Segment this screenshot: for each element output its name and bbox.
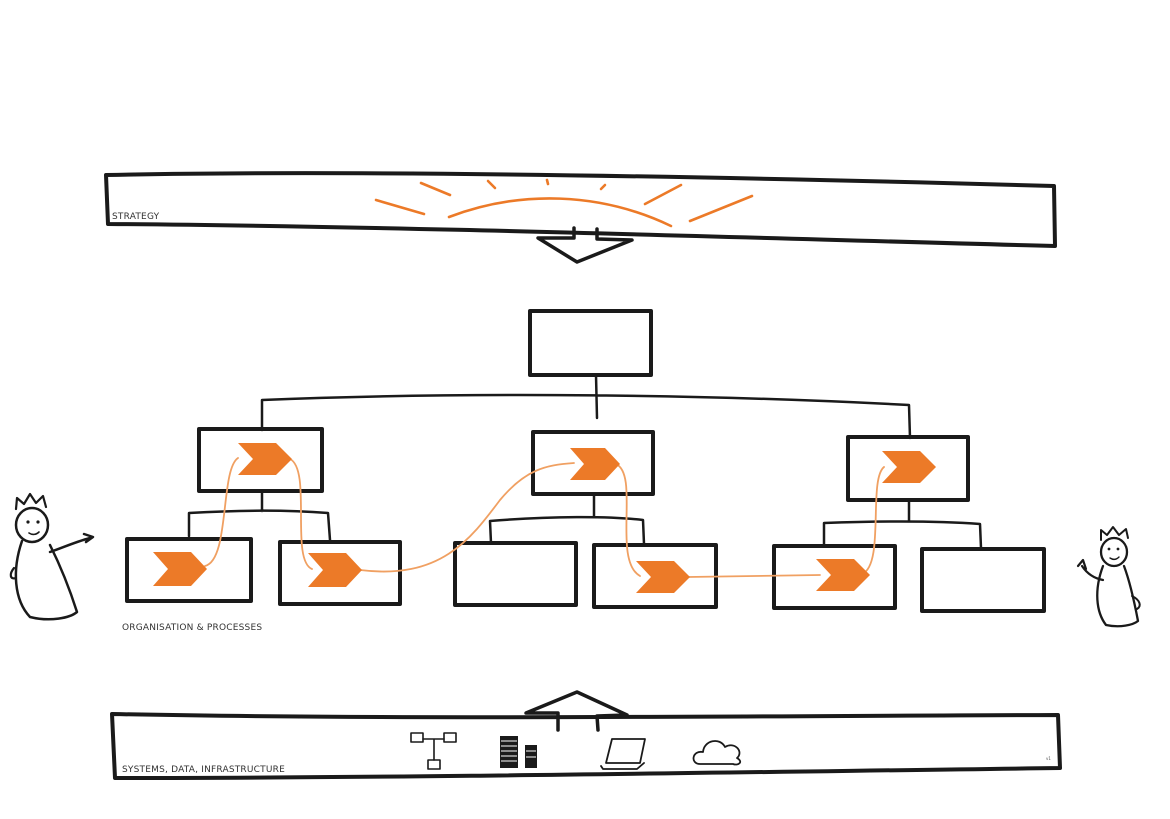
org-box-top bbox=[528, 309, 653, 377]
network-icon bbox=[410, 732, 457, 770]
person-mouth bbox=[28, 531, 40, 536]
process-chevron-icon bbox=[636, 561, 690, 593]
systems-banner: SYSTEMS, DATA, INFRASTRUCTURE v1 bbox=[110, 712, 1062, 780]
process-chevron-icon bbox=[153, 552, 207, 586]
person-eye bbox=[26, 520, 30, 524]
flow-line bbox=[289, 458, 313, 570]
person-left-icon bbox=[9, 492, 95, 621]
organisation-label: ORGANISATION & PROCESSES bbox=[122, 623, 262, 633]
person-pointing-arm bbox=[48, 532, 95, 554]
sun-ray bbox=[545, 178, 550, 186]
sun-ray bbox=[419, 181, 452, 197]
strategy-down-arrow bbox=[536, 226, 634, 264]
process-chevron-icon bbox=[308, 553, 362, 587]
cloud-icon bbox=[692, 740, 742, 766]
systems-banner-frame bbox=[110, 712, 1062, 780]
person-head bbox=[1099, 536, 1129, 568]
sun-ray bbox=[486, 179, 497, 190]
org-connector-top bbox=[260, 373, 912, 440]
person-arm bbox=[9, 566, 18, 580]
flow-line bbox=[687, 574, 821, 578]
process-chevron-icon bbox=[570, 448, 620, 480]
process-chevron-icon bbox=[238, 443, 292, 475]
person-eye bbox=[1107, 547, 1111, 551]
person-head bbox=[14, 506, 50, 544]
process-chevron-icon bbox=[816, 559, 870, 591]
org-box-bottom-1 bbox=[125, 537, 253, 603]
org-connector-left bbox=[187, 489, 332, 542]
person-mouth bbox=[1109, 556, 1120, 561]
org-chart: ORGANISATION & PROCESSES bbox=[122, 309, 1046, 633]
org-box-mid-left bbox=[197, 427, 324, 493]
server-rack-icon bbox=[500, 736, 537, 768]
person-eye bbox=[36, 520, 40, 524]
person-eye bbox=[1116, 547, 1120, 551]
crown-icon bbox=[1100, 526, 1129, 541]
sun-icon bbox=[374, 178, 754, 228]
person-right-icon bbox=[1076, 526, 1141, 628]
strategy-banner-frame bbox=[104, 171, 1057, 248]
person-waving-arm bbox=[1076, 558, 1105, 582]
org-box-bottom-5 bbox=[772, 544, 897, 610]
sun-ray bbox=[688, 194, 754, 223]
strategy-label: STRATEGY bbox=[112, 212, 160, 222]
person-arm bbox=[1131, 595, 1141, 610]
sun-ray bbox=[599, 183, 607, 191]
org-connector-center bbox=[488, 492, 646, 546]
sun-horizon-arc bbox=[447, 197, 673, 228]
person-body bbox=[1096, 564, 1140, 628]
flow-line bbox=[861, 466, 885, 575]
flow-line bbox=[204, 457, 239, 567]
org-box-bottom-3 bbox=[453, 541, 578, 607]
org-connector-right bbox=[822, 498, 983, 550]
laptop-icon bbox=[600, 738, 646, 770]
flow-line bbox=[359, 462, 575, 573]
sun-ray bbox=[374, 198, 426, 216]
person-body bbox=[14, 539, 79, 621]
crown-icon bbox=[14, 492, 48, 511]
strategy-banner: STRATEGY bbox=[104, 171, 1057, 248]
process-chevron-icon bbox=[882, 451, 936, 483]
process-chevrons bbox=[153, 443, 936, 593]
process-flow bbox=[204, 457, 885, 578]
corner-mark: v1 bbox=[1046, 756, 1051, 761]
flow-line bbox=[615, 463, 641, 577]
systems-up-arrow bbox=[524, 690, 629, 732]
sun-ray bbox=[643, 183, 683, 206]
org-box-bottom-6 bbox=[920, 547, 1046, 613]
systems-label: SYSTEMS, DATA, INFRASTRUCTURE bbox=[122, 765, 285, 775]
org-box-bottom-2 bbox=[278, 540, 402, 606]
